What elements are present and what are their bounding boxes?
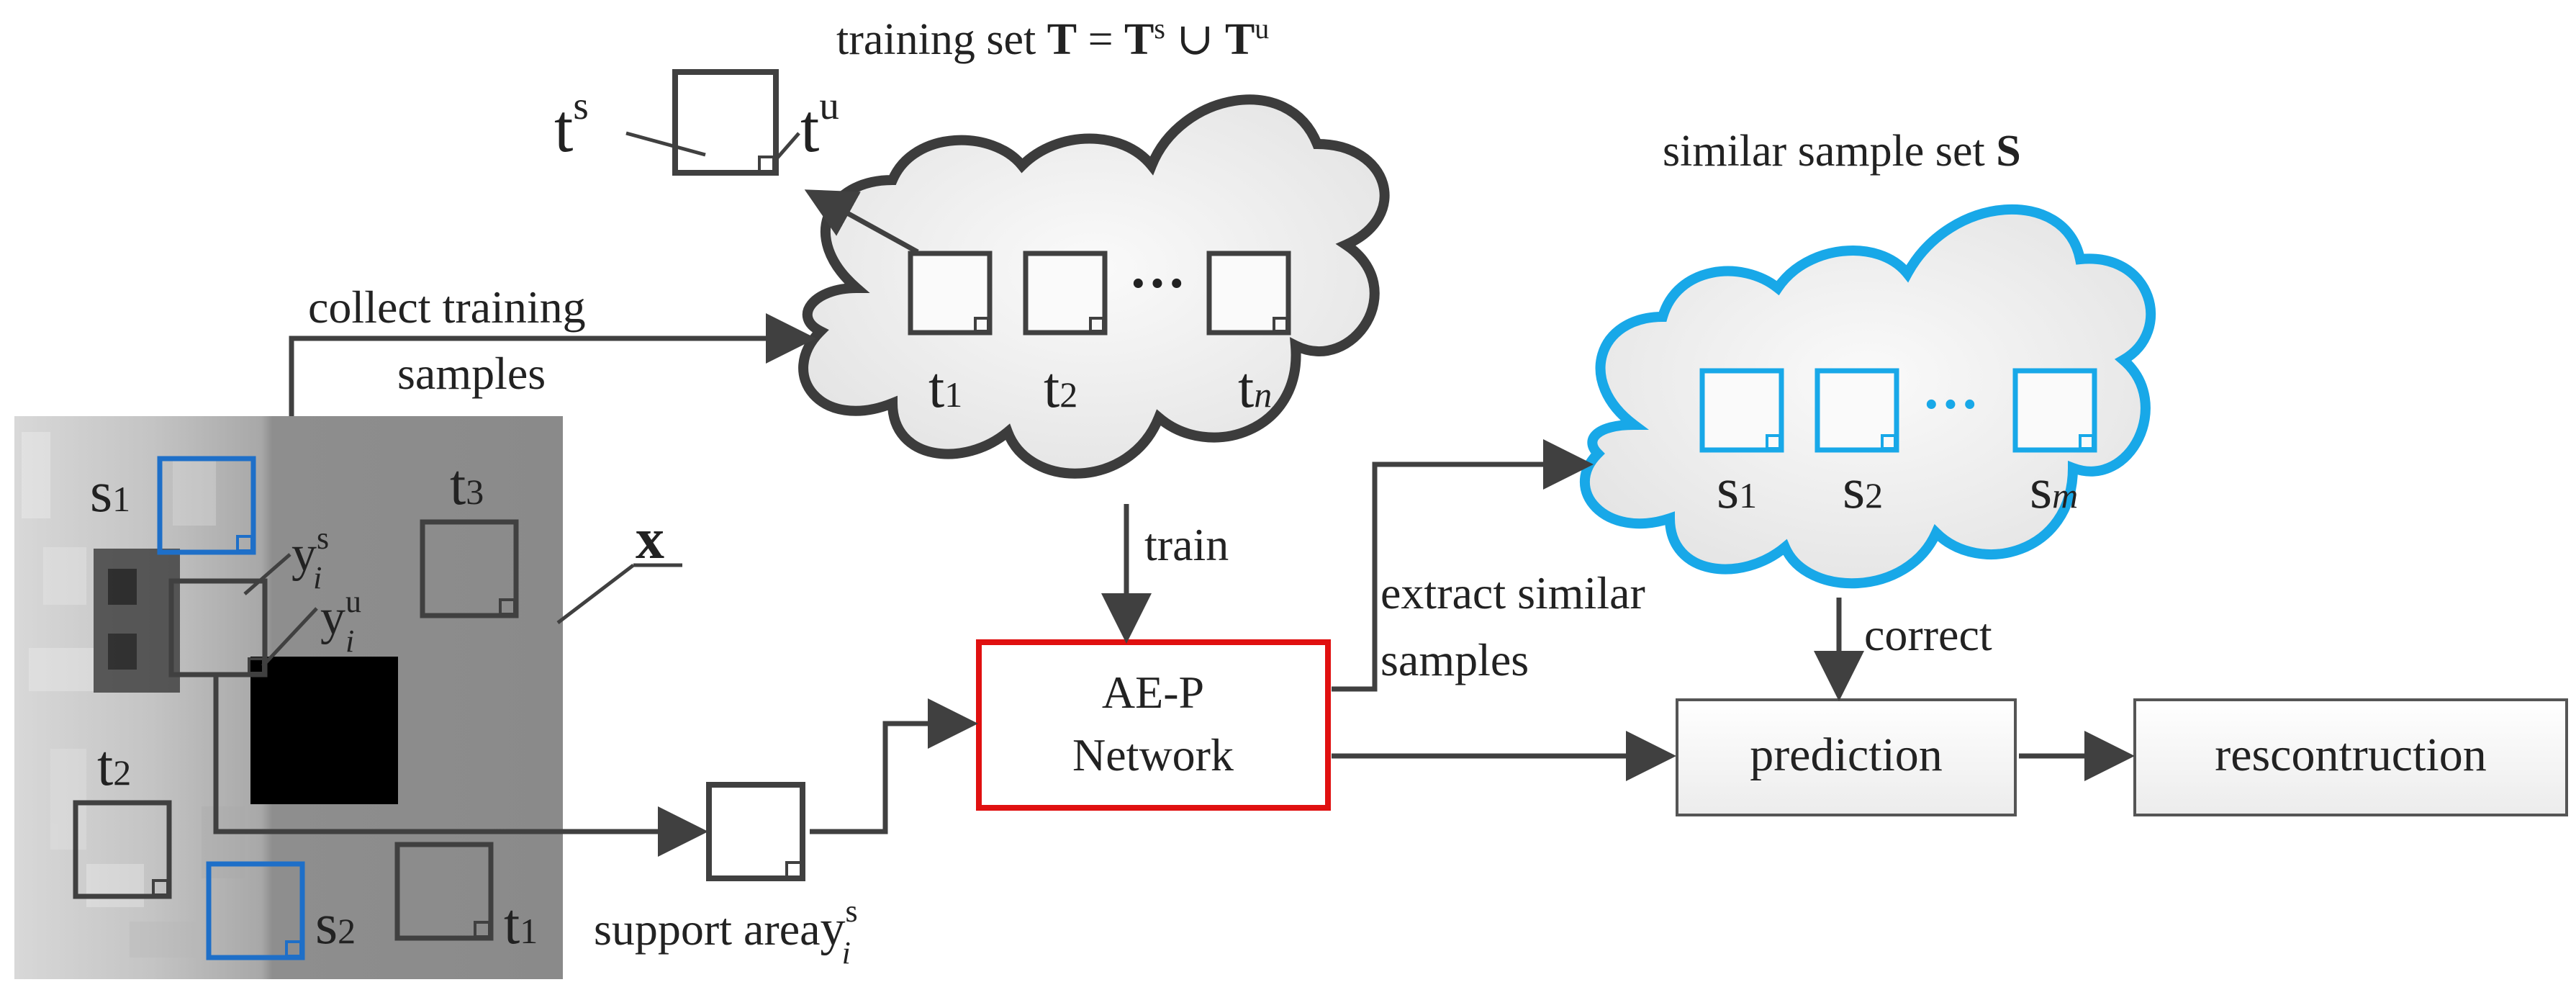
prediction-node: prediction: [1676, 698, 2017, 816]
label-s1: s1: [90, 461, 130, 524]
label-t3: t3: [450, 454, 484, 517]
sample-t1: [908, 251, 993, 336]
label-train: train: [1144, 519, 1229, 570]
x-leader: [556, 564, 635, 624]
label-sample-s1: s1: [1717, 457, 1757, 521]
patch-s1: [157, 456, 256, 555]
sample-tn: [1206, 251, 1291, 336]
label-extract-1: extract similar: [1380, 567, 1645, 618]
ts-leader: [625, 131, 706, 157]
label-ts: ts: [554, 84, 589, 166]
missing-region: [250, 657, 398, 804]
edge-support-network: [810, 698, 978, 834]
sample-sm: [2012, 368, 2097, 453]
label-t2: t2: [97, 734, 131, 798]
sample-s1: [1699, 368, 1784, 453]
arrow-to-legend: [804, 189, 919, 255]
training-ellipsis: ···: [1129, 252, 1186, 315]
similar-ellipsis: ···: [1922, 373, 1979, 436]
prediction-label: prediction: [1750, 729, 1943, 781]
aep-network-node: AE-P Network: [976, 639, 1331, 811]
patch-t3: [420, 519, 519, 618]
label-collect-1: collect training: [308, 282, 586, 333]
label-x: x: [636, 508, 664, 571]
label-sample-s2: s2: [1843, 457, 1883, 521]
patch-legend: ts tu: [554, 69, 839, 176]
edge-labels: collect training samples train extract s…: [308, 282, 1992, 971]
label-collect-2: samples: [397, 348, 546, 399]
network-label-line2: Network: [1072, 729, 1234, 780]
label-t1: t1: [504, 893, 538, 956]
edge-collect: [289, 313, 816, 416]
yiu-leader: [261, 607, 318, 667]
label-s2: s2: [315, 893, 356, 956]
label-sample-tn: tn: [1238, 356, 1272, 420]
patch-s2: [206, 861, 305, 960]
label-tu: tu: [800, 84, 839, 166]
label-sample-t2: t2: [1044, 356, 1077, 420]
label-correct: correct: [1864, 609, 1992, 660]
network-label-line1: AE-P: [1102, 667, 1204, 718]
similar-set-title: similar sample set S: [1663, 127, 2021, 176]
sample-t2: [1023, 251, 1108, 336]
reconstruction-node: rescontruction: [2133, 698, 2568, 816]
tu-leader: [772, 132, 800, 163]
training-samples: ··· t1 t2 tn: [908, 251, 1291, 420]
training-set-title: training set T = Ts ∪ Tu: [836, 12, 1269, 64]
input-image: [14, 416, 563, 979]
label-extract-2: samples: [1380, 634, 1529, 685]
edges: [213, 313, 2135, 857]
similar-samples: ··· s1 s2 sm: [1699, 368, 2097, 521]
patch-t1: [394, 842, 494, 941]
label-sample-t1: t1: [928, 356, 962, 420]
image-texture: [22, 432, 245, 958]
edge-extract: [1332, 439, 1594, 692]
support-area-patch: [706, 782, 805, 881]
yis-leader: [243, 553, 292, 595]
reconstruction-label: rescontruction: [2215, 729, 2487, 781]
patch-t2: [73, 800, 172, 899]
edge-support: [213, 675, 708, 857]
label-sample-sm: sm: [2030, 457, 2078, 521]
sample-s2: [1815, 368, 1899, 453]
